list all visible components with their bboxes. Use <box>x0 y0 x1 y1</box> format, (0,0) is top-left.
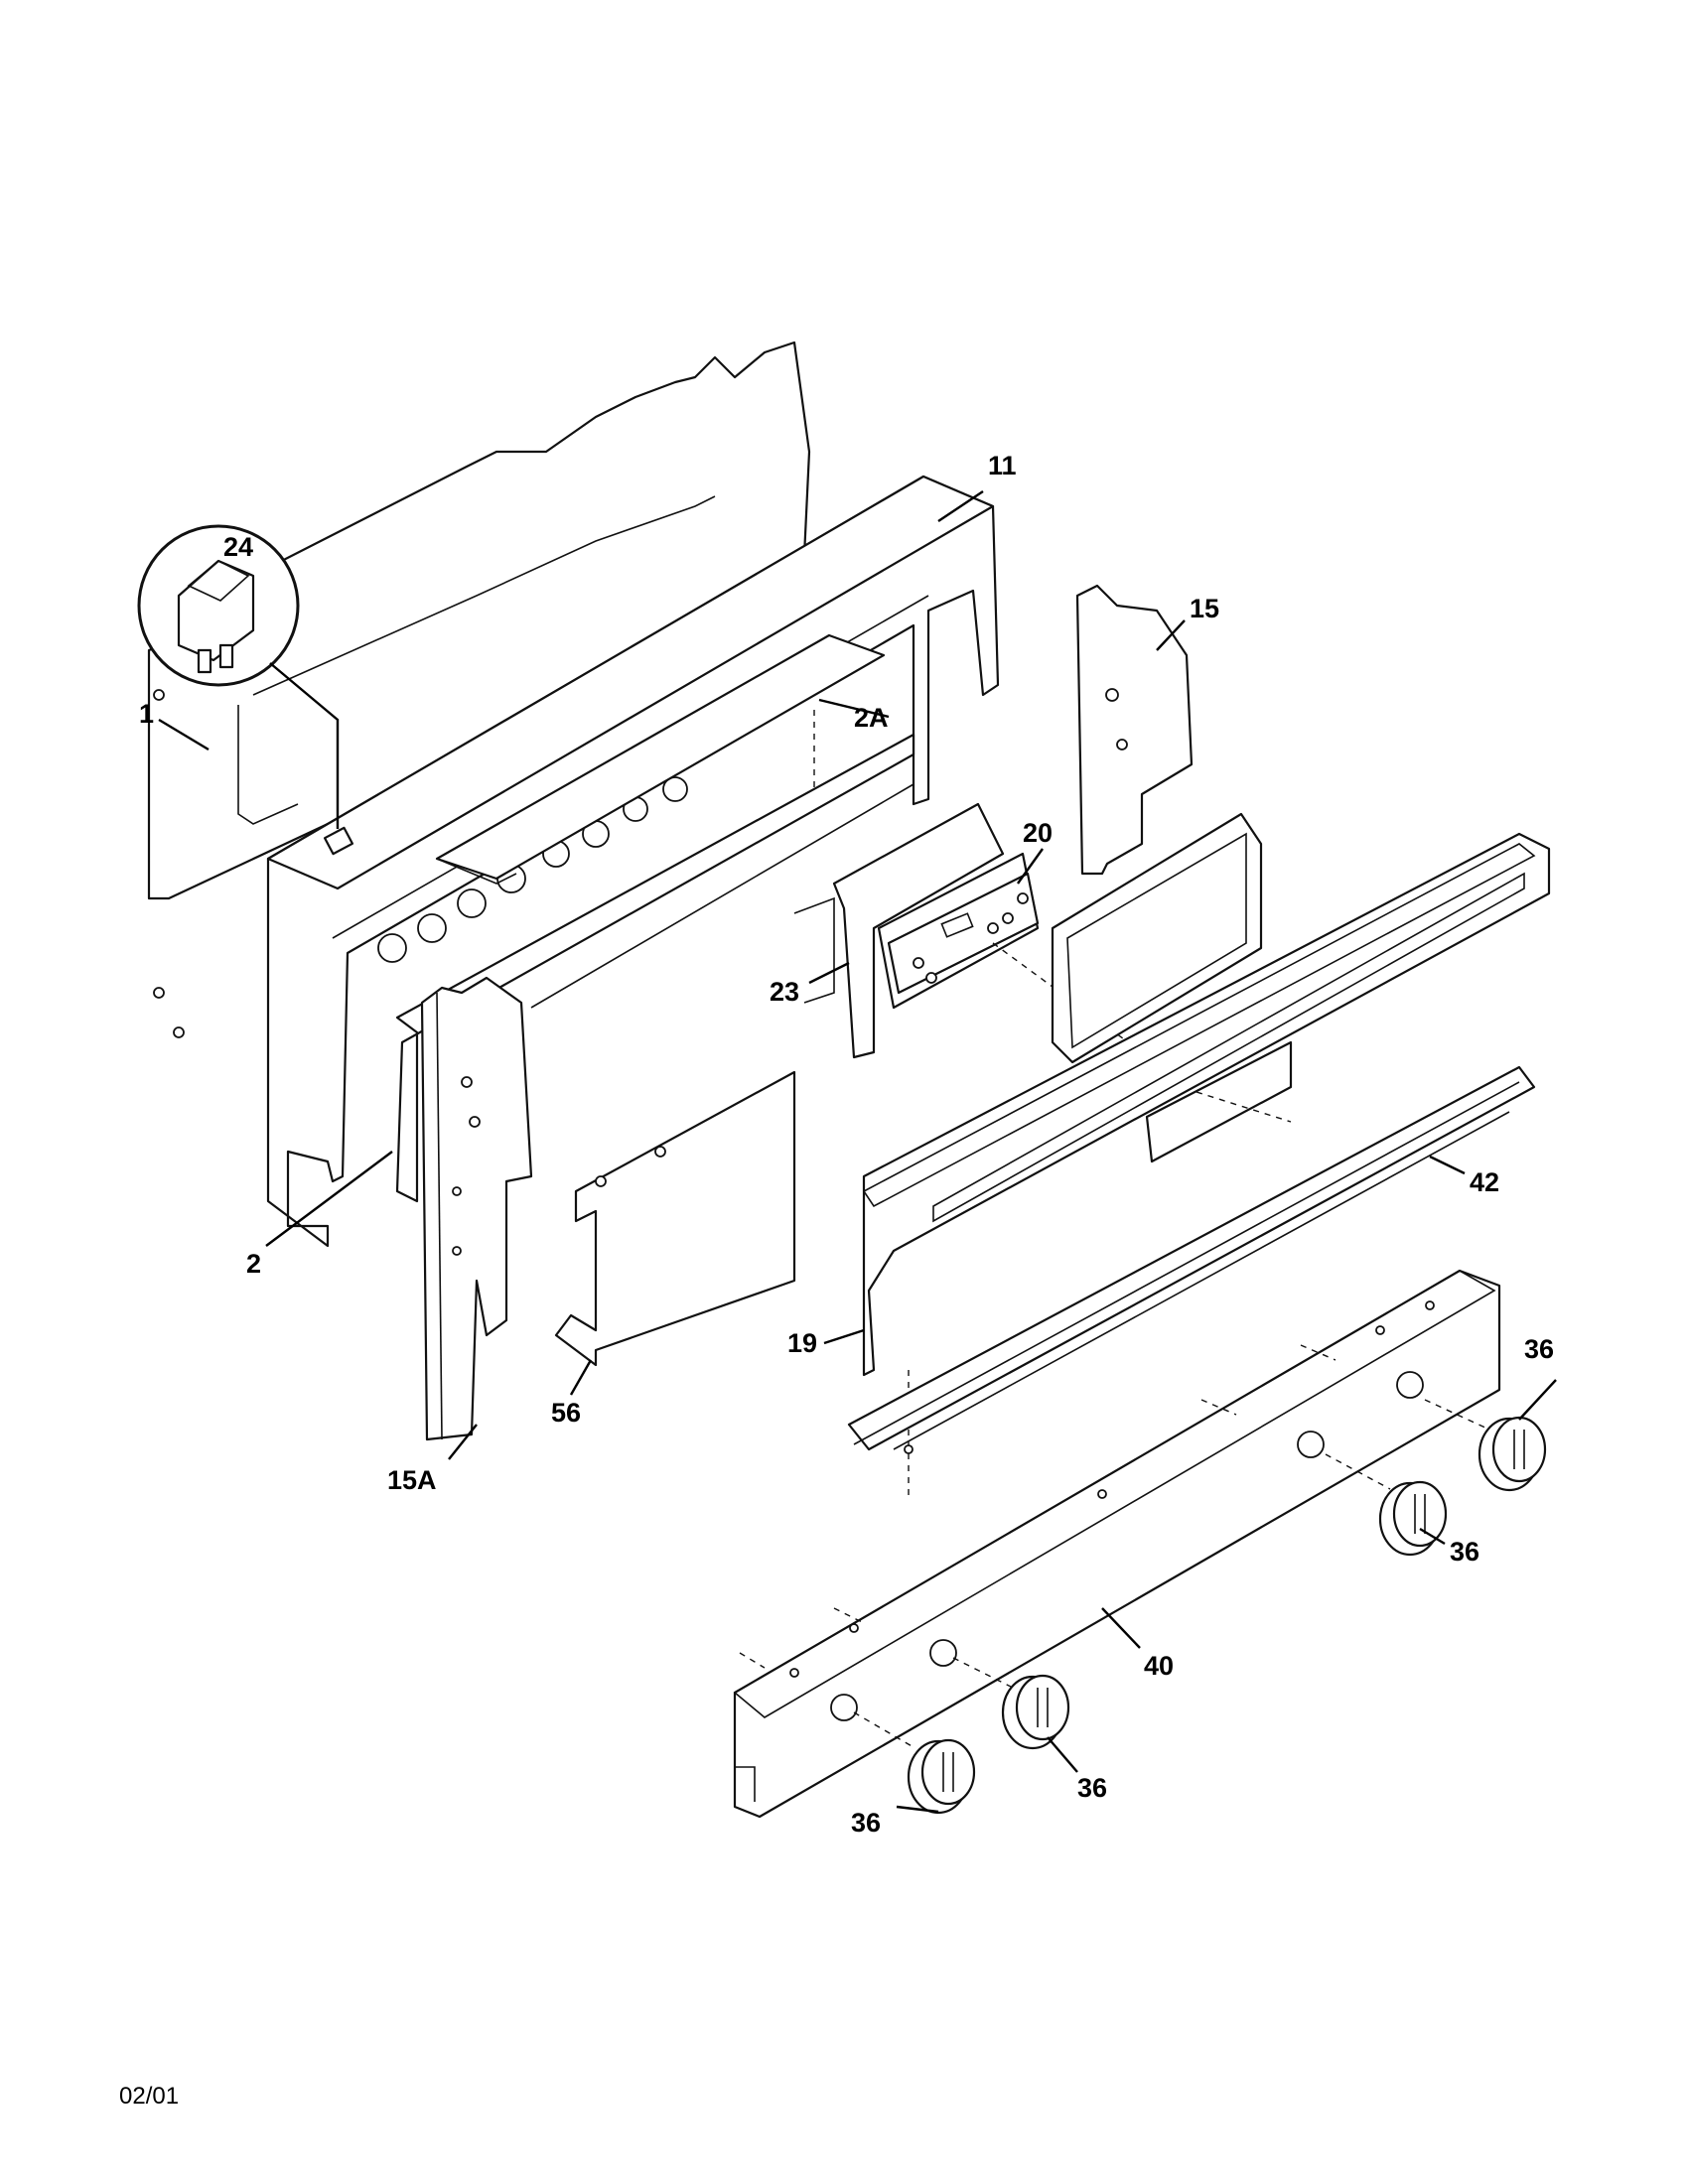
part-19-control-panel <box>862 832 1551 1499</box>
callout-36-bottom: 36 <box>851 1808 881 1838</box>
callout-11: 11 <box>988 451 1017 480</box>
callout-labels: 1 2 2A 11 15 15A 19 20 23 24 36 36 36 36… <box>139 451 1554 1838</box>
callout-23: 23 <box>770 977 799 1007</box>
callout-56: 56 <box>551 1398 581 1428</box>
callout-1: 1 <box>139 699 154 729</box>
end-cap-panel <box>1051 812 1263 1064</box>
callout-20: 20 <box>1023 818 1053 848</box>
part-20-electronic-clock <box>877 852 1143 1053</box>
callout-36-top-right: 36 <box>1524 1334 1554 1364</box>
part-56-lower-panel <box>554 1070 796 1367</box>
knob-4-icon <box>853 1711 976 1815</box>
callout-2a: 2A <box>854 703 889 733</box>
callout-2: 2 <box>246 1249 261 1279</box>
part-24-switch-inset <box>137 524 340 829</box>
callout-19: 19 <box>787 1328 817 1358</box>
part-15-right-bracket <box>1075 584 1194 876</box>
callout-36-right: 36 <box>1450 1537 1479 1567</box>
part-2-inner-panel <box>395 733 915 1203</box>
leader-lines <box>158 490 1557 1814</box>
callout-15a: 15A <box>387 1465 437 1495</box>
part-40-lower-panel <box>733 1269 1501 1819</box>
callout-24: 24 <box>223 532 253 562</box>
callout-40: 40 <box>1144 1651 1174 1681</box>
knob-2-icon <box>1325 1453 1448 1557</box>
part-23-bracket <box>793 802 1005 1059</box>
part-2a-shield <box>435 633 886 885</box>
callout-15: 15 <box>1190 594 1219 623</box>
date-code: 02/01 <box>119 2083 180 2110</box>
callout-42: 42 <box>1470 1167 1499 1197</box>
part-42-trim-strip <box>847 1065 1536 1454</box>
knob-3-icon <box>952 1657 1070 1750</box>
knob-1-icon <box>1424 1399 1547 1492</box>
part-15a-left-bracket <box>420 976 533 1441</box>
callout-36-lower: 36 <box>1077 1773 1107 1803</box>
